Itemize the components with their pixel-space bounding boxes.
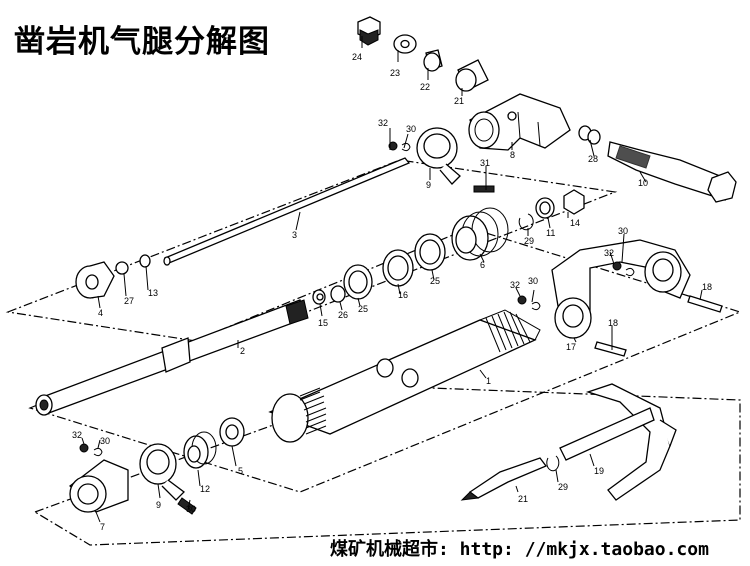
screw-32-bottom (79, 443, 89, 453)
screw-32-mid (517, 261, 622, 305)
label-7: 7 (100, 522, 105, 532)
label-21b: 21 (518, 494, 528, 504)
label-30e: 30 (186, 504, 196, 514)
leader-lines (81, 36, 703, 523)
label-18b: 18 (608, 318, 618, 328)
label-6: 6 (480, 260, 485, 270)
bolt-31 (473, 185, 495, 193)
bushing-21 (455, 59, 489, 92)
spring-pin-30-top (401, 142, 411, 152)
piston-5 (219, 417, 245, 447)
washer-14 (563, 189, 585, 215)
label-29b: 29 (558, 482, 568, 492)
valve-stem-10 (607, 141, 737, 203)
label-4: 4 (98, 308, 103, 318)
label-12: 12 (200, 484, 210, 494)
spring-pin-29-bottom (546, 455, 560, 472)
label-8: 8 (510, 150, 515, 160)
label-25a: 25 (430, 276, 440, 286)
o-ring-27 (115, 261, 129, 275)
base-7 (69, 459, 129, 513)
label-10: 10 (638, 178, 648, 188)
label-5: 5 (238, 466, 243, 476)
label-9a: 9 (426, 180, 431, 190)
label-28: 28 (588, 154, 598, 164)
upper-housing-8 (468, 93, 571, 151)
label-32a: 32 (378, 118, 388, 128)
label-23: 23 (390, 68, 400, 78)
end-cap-4 (75, 261, 115, 299)
washer-23 (393, 34, 417, 54)
o-rings-28 (578, 125, 601, 145)
label-27: 27 (124, 296, 134, 306)
label-22: 22 (420, 82, 430, 92)
spike-21 (460, 457, 548, 501)
label-3: 3 (292, 230, 297, 240)
bolt-18-mid (594, 341, 627, 357)
rod-3 (163, 157, 411, 266)
label-30a: 30 (406, 124, 416, 134)
ring-25-top (414, 233, 446, 271)
screw-32-top (388, 141, 398, 151)
diagram-title: 凿岩机气腿分解图 (14, 24, 270, 60)
label-30c: 30 (528, 276, 538, 286)
leg-19 (559, 383, 677, 501)
label-26: 26 (338, 310, 348, 320)
label-2: 2 (240, 346, 245, 356)
label-1: 1 (486, 376, 491, 386)
label-9b: 9 (156, 500, 161, 510)
clamp-ring-9-top (416, 127, 461, 185)
sleeve-11 (535, 197, 555, 219)
label-32c: 32 (510, 280, 520, 290)
bracket-17 (551, 239, 691, 339)
label-17: 17 (566, 342, 576, 352)
bolt-18-right (687, 295, 723, 313)
label-32d: 32 (72, 430, 82, 440)
label-25b: 25 (358, 304, 368, 314)
spring-pin-30-mid (531, 267, 635, 311)
label-24: 24 (352, 52, 362, 62)
label-16: 16 (398, 290, 408, 300)
footer-watermark: 煤矿机械超市: http: //mkjx.taobao.com (330, 539, 709, 560)
bolt-30-bottom (177, 497, 197, 515)
label-19: 19 (594, 466, 604, 476)
o-ring-26 (330, 285, 346, 303)
clamp-ring-9-bottom (139, 443, 185, 501)
label-13: 13 (148, 288, 158, 298)
spring-pin-30-bottom (93, 447, 103, 457)
label-31: 31 (480, 158, 490, 168)
nut-15 (312, 289, 326, 305)
outer-tube-2 (35, 299, 309, 416)
label-18a: 18 (702, 282, 712, 292)
nut-13 (139, 254, 151, 268)
label-21a: 21 (454, 96, 464, 106)
label-29a: 29 (524, 236, 534, 246)
packing-12 (183, 431, 217, 469)
cylinder-1 (268, 309, 541, 443)
sleeve-22 (423, 49, 443, 72)
ring-25-bottom (343, 264, 373, 300)
nut-24 (357, 16, 381, 46)
part-labels: 24 23 22 21 32 30 9 31 8 28 10 3 11 14 2… (72, 52, 712, 532)
label-14: 14 (570, 218, 580, 228)
ring-16 (382, 249, 414, 287)
label-32b: 32 (604, 248, 614, 258)
retaining-ring-29 (518, 213, 534, 231)
label-30d: 30 (100, 436, 110, 446)
label-15: 15 (318, 318, 328, 328)
label-11: 11 (546, 228, 555, 238)
packing-6 (451, 207, 509, 261)
label-30b: 30 (618, 226, 628, 236)
